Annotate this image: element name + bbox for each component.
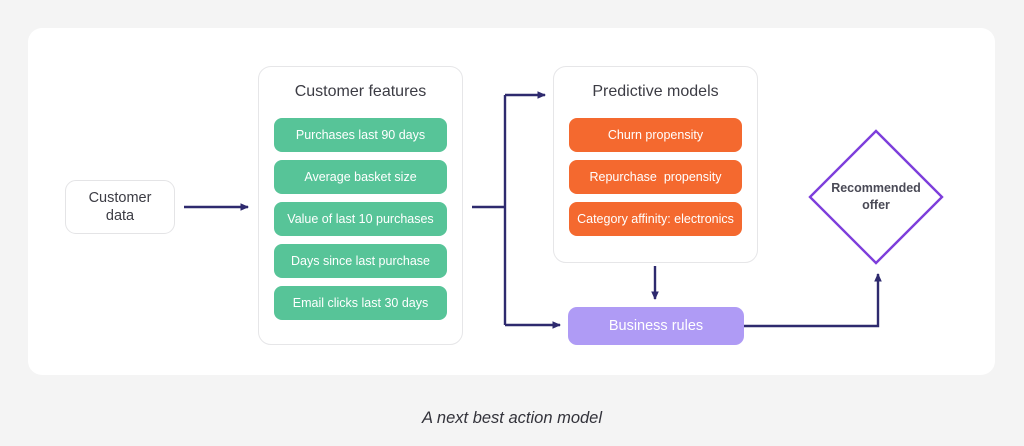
diamond-shape — [808, 129, 944, 265]
model-pill-list: Churn propensity Repurchase propensity C… — [569, 118, 742, 236]
group-customer-features: Customer features Purchases last 90 days… — [258, 66, 463, 345]
group-predictive-models: Predictive models Churn propensity Repur… — [553, 66, 758, 263]
diamond-label-line1: Recommended — [831, 181, 921, 196]
feature-pill[interactable]: Email clicks last 30 days — [274, 286, 447, 320]
feature-pill[interactable]: Average basket size — [274, 160, 447, 194]
node-customer-data[interactable]: Customer data — [65, 180, 175, 234]
group-title-customer-features: Customer features — [294, 83, 427, 100]
diamond-label: Recommended offer — [808, 129, 944, 265]
node-business-rules[interactable]: Business rules — [568, 307, 744, 345]
figure-caption: A next best action model — [421, 409, 603, 427]
feature-pill[interactable]: Value of last 10 purchases — [274, 202, 447, 236]
node-recommended-offer[interactable]: Recommended offer — [808, 129, 944, 265]
diamond-label-line2: offer — [862, 198, 890, 212]
group-title-predictive-models: Predictive models — [592, 83, 719, 100]
model-pill[interactable]: Repurchase propensity — [569, 160, 742, 194]
model-pill[interactable]: Category affinity: electronics — [569, 202, 742, 236]
feature-pill-list: Purchases last 90 days Average basket si… — [274, 118, 447, 320]
feature-pill[interactable]: Days since last purchase — [274, 244, 447, 278]
model-pill[interactable]: Churn propensity — [569, 118, 742, 152]
feature-pill[interactable]: Purchases last 90 days — [274, 118, 447, 152]
edge-rules-to-offer — [744, 273, 882, 328]
